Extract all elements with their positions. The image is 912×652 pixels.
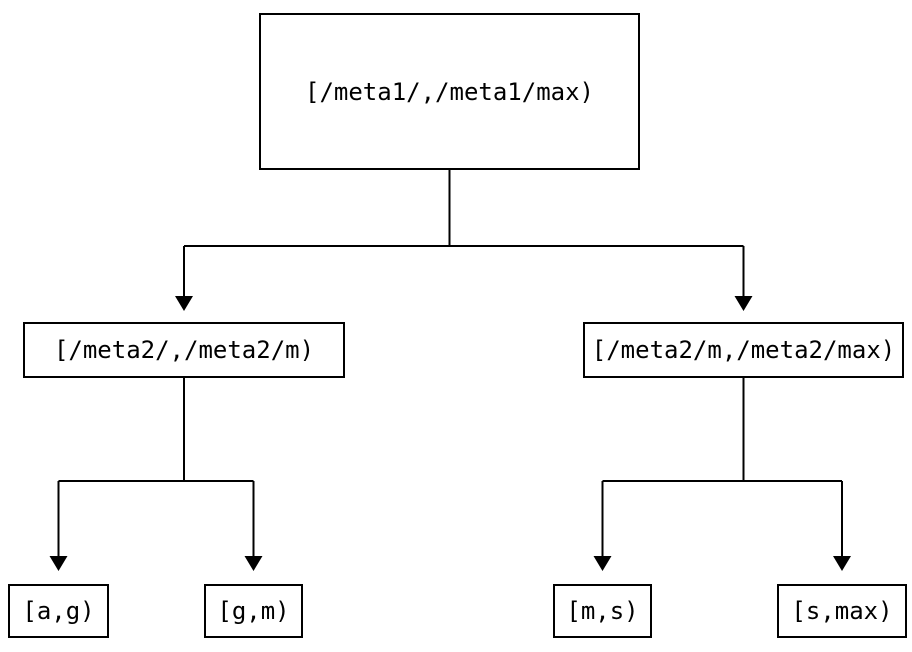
arrow-down-icon xyxy=(593,556,612,571)
arrow-down-icon xyxy=(833,556,851,571)
arrow-down-icon xyxy=(175,296,193,311)
arrow-down-icon xyxy=(734,296,753,311)
edge-left-branch xyxy=(57,378,255,556)
node-label: [/meta2/,/meta2/m) xyxy=(53,336,315,364)
edge-right-branch xyxy=(601,378,843,556)
node-leaf-smax: [s,max) xyxy=(777,584,907,638)
node-label: [m,s) xyxy=(566,597,639,625)
arrow-down-icon xyxy=(244,556,263,571)
node-label: [a,g) xyxy=(22,597,95,625)
edge-root-branch xyxy=(183,170,745,296)
node-root-meta1-range: [/meta1/,/meta1/max) xyxy=(259,13,640,170)
node-label: [/meta2/m,/meta2/max) xyxy=(591,336,896,364)
node-label: [s,max) xyxy=(791,597,893,625)
arrow-down-icon xyxy=(49,556,68,571)
node-label: [g,m) xyxy=(217,597,290,625)
node-leaf-ag: [a,g) xyxy=(8,584,109,638)
node-leaf-ms: [m,s) xyxy=(553,584,652,638)
node-label: [/meta1/,/meta1/max) xyxy=(305,77,594,106)
node-right-meta2-range: [/meta2/m,/meta2/max) xyxy=(583,322,904,378)
node-leaf-gm: [g,m) xyxy=(204,584,303,638)
node-left-meta2-range: [/meta2/,/meta2/m) xyxy=(23,322,345,378)
